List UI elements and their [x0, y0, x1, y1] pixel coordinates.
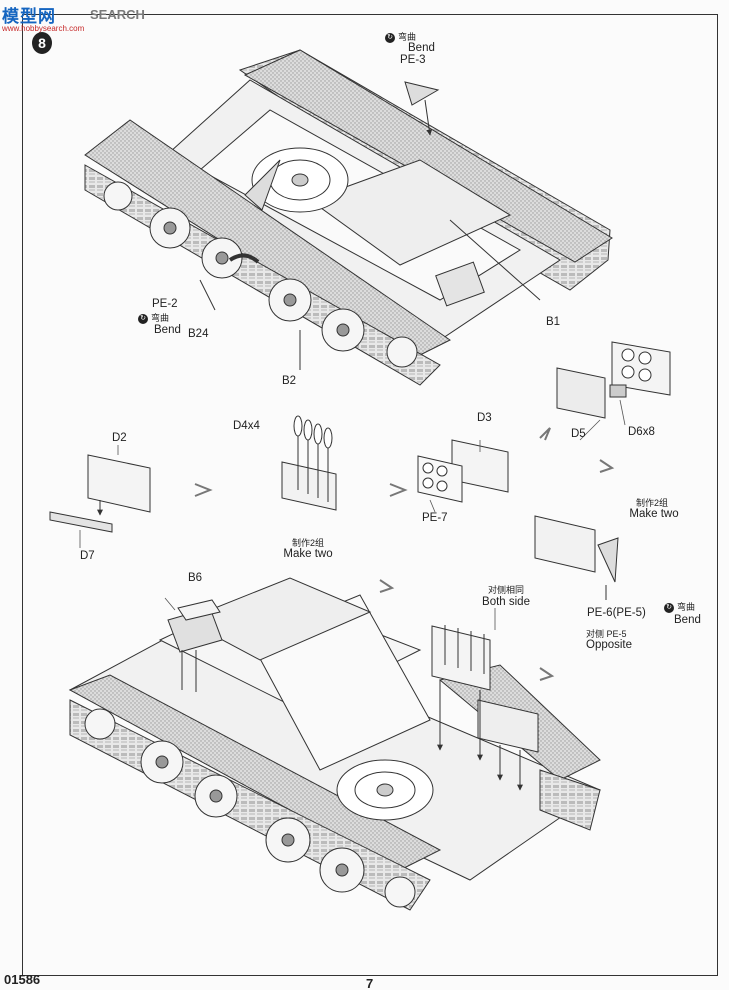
opposite-en: Opposite	[586, 639, 633, 651]
pe6-box-assembly	[534, 515, 619, 600]
d5-label: D5	[571, 428, 586, 440]
top-pe-parts	[199, 81, 541, 370]
opposite-cn: 对侧 PE-5	[586, 629, 627, 639]
bottom-ammo-boxes	[181, 625, 539, 791]
make-two-cn-1: 制作2组	[291, 538, 325, 548]
watermark-chars: 模型网	[2, 7, 56, 26]
pe3-label: PE-3	[400, 54, 426, 66]
d3-label: D3	[477, 412, 492, 424]
top-road-wheels	[103, 181, 418, 368]
both-side-cn: 对侧相同	[487, 585, 525, 595]
b24-label: B24	[188, 328, 209, 340]
pe3-bend-en: Bend	[408, 42, 435, 54]
d3-pe7-box-assembly	[417, 439, 509, 503]
pe6-bend-en: Bend	[674, 614, 701, 626]
d2-d7-box-assembly	[49, 454, 151, 533]
b6-label: B6	[188, 572, 203, 584]
watermark-search: SEARCH	[90, 7, 145, 22]
d5-d6-box-assembly	[556, 341, 671, 419]
page-frame	[22, 14, 718, 976]
watermark-logo: 模型网 SEARCH www.hobbysearch.com	[2, 2, 162, 36]
pe6-label: PE-6(PE-5)	[587, 607, 646, 619]
bend-icon: ↻	[664, 602, 674, 613]
bend-icon: ↻	[385, 32, 395, 43]
bottom-road-wheels	[84, 708, 416, 908]
d6x8-label: D6x8	[628, 426, 655, 438]
bend-icon: ↻	[138, 313, 148, 324]
pe2-bend-en: Bend	[154, 324, 181, 336]
d7-label: D7	[80, 550, 95, 562]
pe3-bend-note: ↻弯曲	[385, 32, 416, 43]
kit-number: 01586	[4, 972, 41, 987]
d4-shell-rack	[281, 415, 337, 511]
pe2-bend-cn: 弯曲	[151, 313, 170, 323]
b2-label: B2	[282, 375, 297, 387]
watermark-url: www.hobbysearch.com	[2, 24, 85, 33]
flow-arrows	[194, 427, 615, 681]
pe2-bend-note: ↻弯曲	[138, 313, 169, 324]
make-two-en-2: Make two	[629, 508, 679, 520]
pe6-bend-cn: 弯曲	[677, 602, 696, 612]
both-side-en: Both side	[482, 596, 530, 608]
pe7-label: PE-7	[422, 512, 448, 524]
pe3-bend-cn: 弯曲	[398, 32, 417, 42]
step-number-badge: 8	[32, 32, 52, 54]
pe6-bend-note: ↻弯曲	[664, 602, 695, 613]
b1-label: B1	[546, 316, 561, 328]
d2-label: D2	[112, 432, 127, 444]
make-two-cn-2: 制作2组	[635, 498, 669, 508]
make-two-en-1: Make two	[283, 548, 333, 560]
d4x4-label: D4x4	[233, 420, 260, 432]
leader-lines	[79, 399, 626, 630]
pe2-label: PE-2	[152, 298, 178, 310]
page-number: 7	[366, 976, 374, 991]
